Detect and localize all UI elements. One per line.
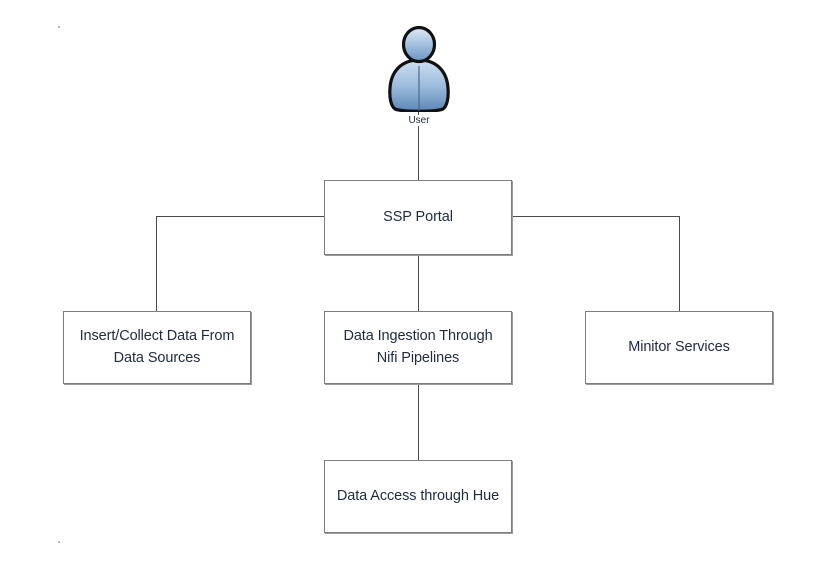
actor-user-label: User	[386, 115, 452, 126]
scan-artifact-dot	[58, 26, 60, 28]
connector-ssp-to-minitor-vertical	[679, 216, 680, 312]
node-minitor-services-label: Minitor Services	[628, 338, 730, 355]
node-data-ingestion-nifi-label: Data Ingestion Through Nifi Pipelines	[343, 328, 493, 366]
connector-ssp-to-data-ingestion	[418, 254, 419, 312]
node-insert-collect-data[interactable]: Insert/Collect Data From Data Sources	[63, 311, 251, 384]
node-ssp-portal[interactable]: SSP Portal	[324, 180, 512, 255]
node-minitor-services[interactable]: Minitor Services	[585, 311, 773, 384]
user-person-icon	[386, 26, 452, 112]
node-data-access-hue[interactable]: Data Access through Hue	[324, 460, 512, 533]
connector-ssp-to-insert-collect-vertical	[156, 216, 157, 312]
node-ssp-portal-label: SSP Portal	[383, 208, 453, 225]
connector-user-to-ssp-portal	[418, 108, 419, 180]
connector-ssp-to-insert-collect-horizontal	[156, 216, 325, 217]
scan-artifact-dot	[58, 541, 60, 543]
node-insert-collect-data-label: Insert/Collect Data From Data Sources	[79, 328, 235, 366]
connector-data-ingestion-to-data-access	[418, 383, 419, 461]
node-data-ingestion-nifi[interactable]: Data Ingestion Through Nifi Pipelines	[324, 311, 512, 384]
connector-ssp-to-minitor-horizontal	[511, 216, 680, 217]
node-data-access-hue-label: Data Access through Hue	[336, 487, 500, 504]
